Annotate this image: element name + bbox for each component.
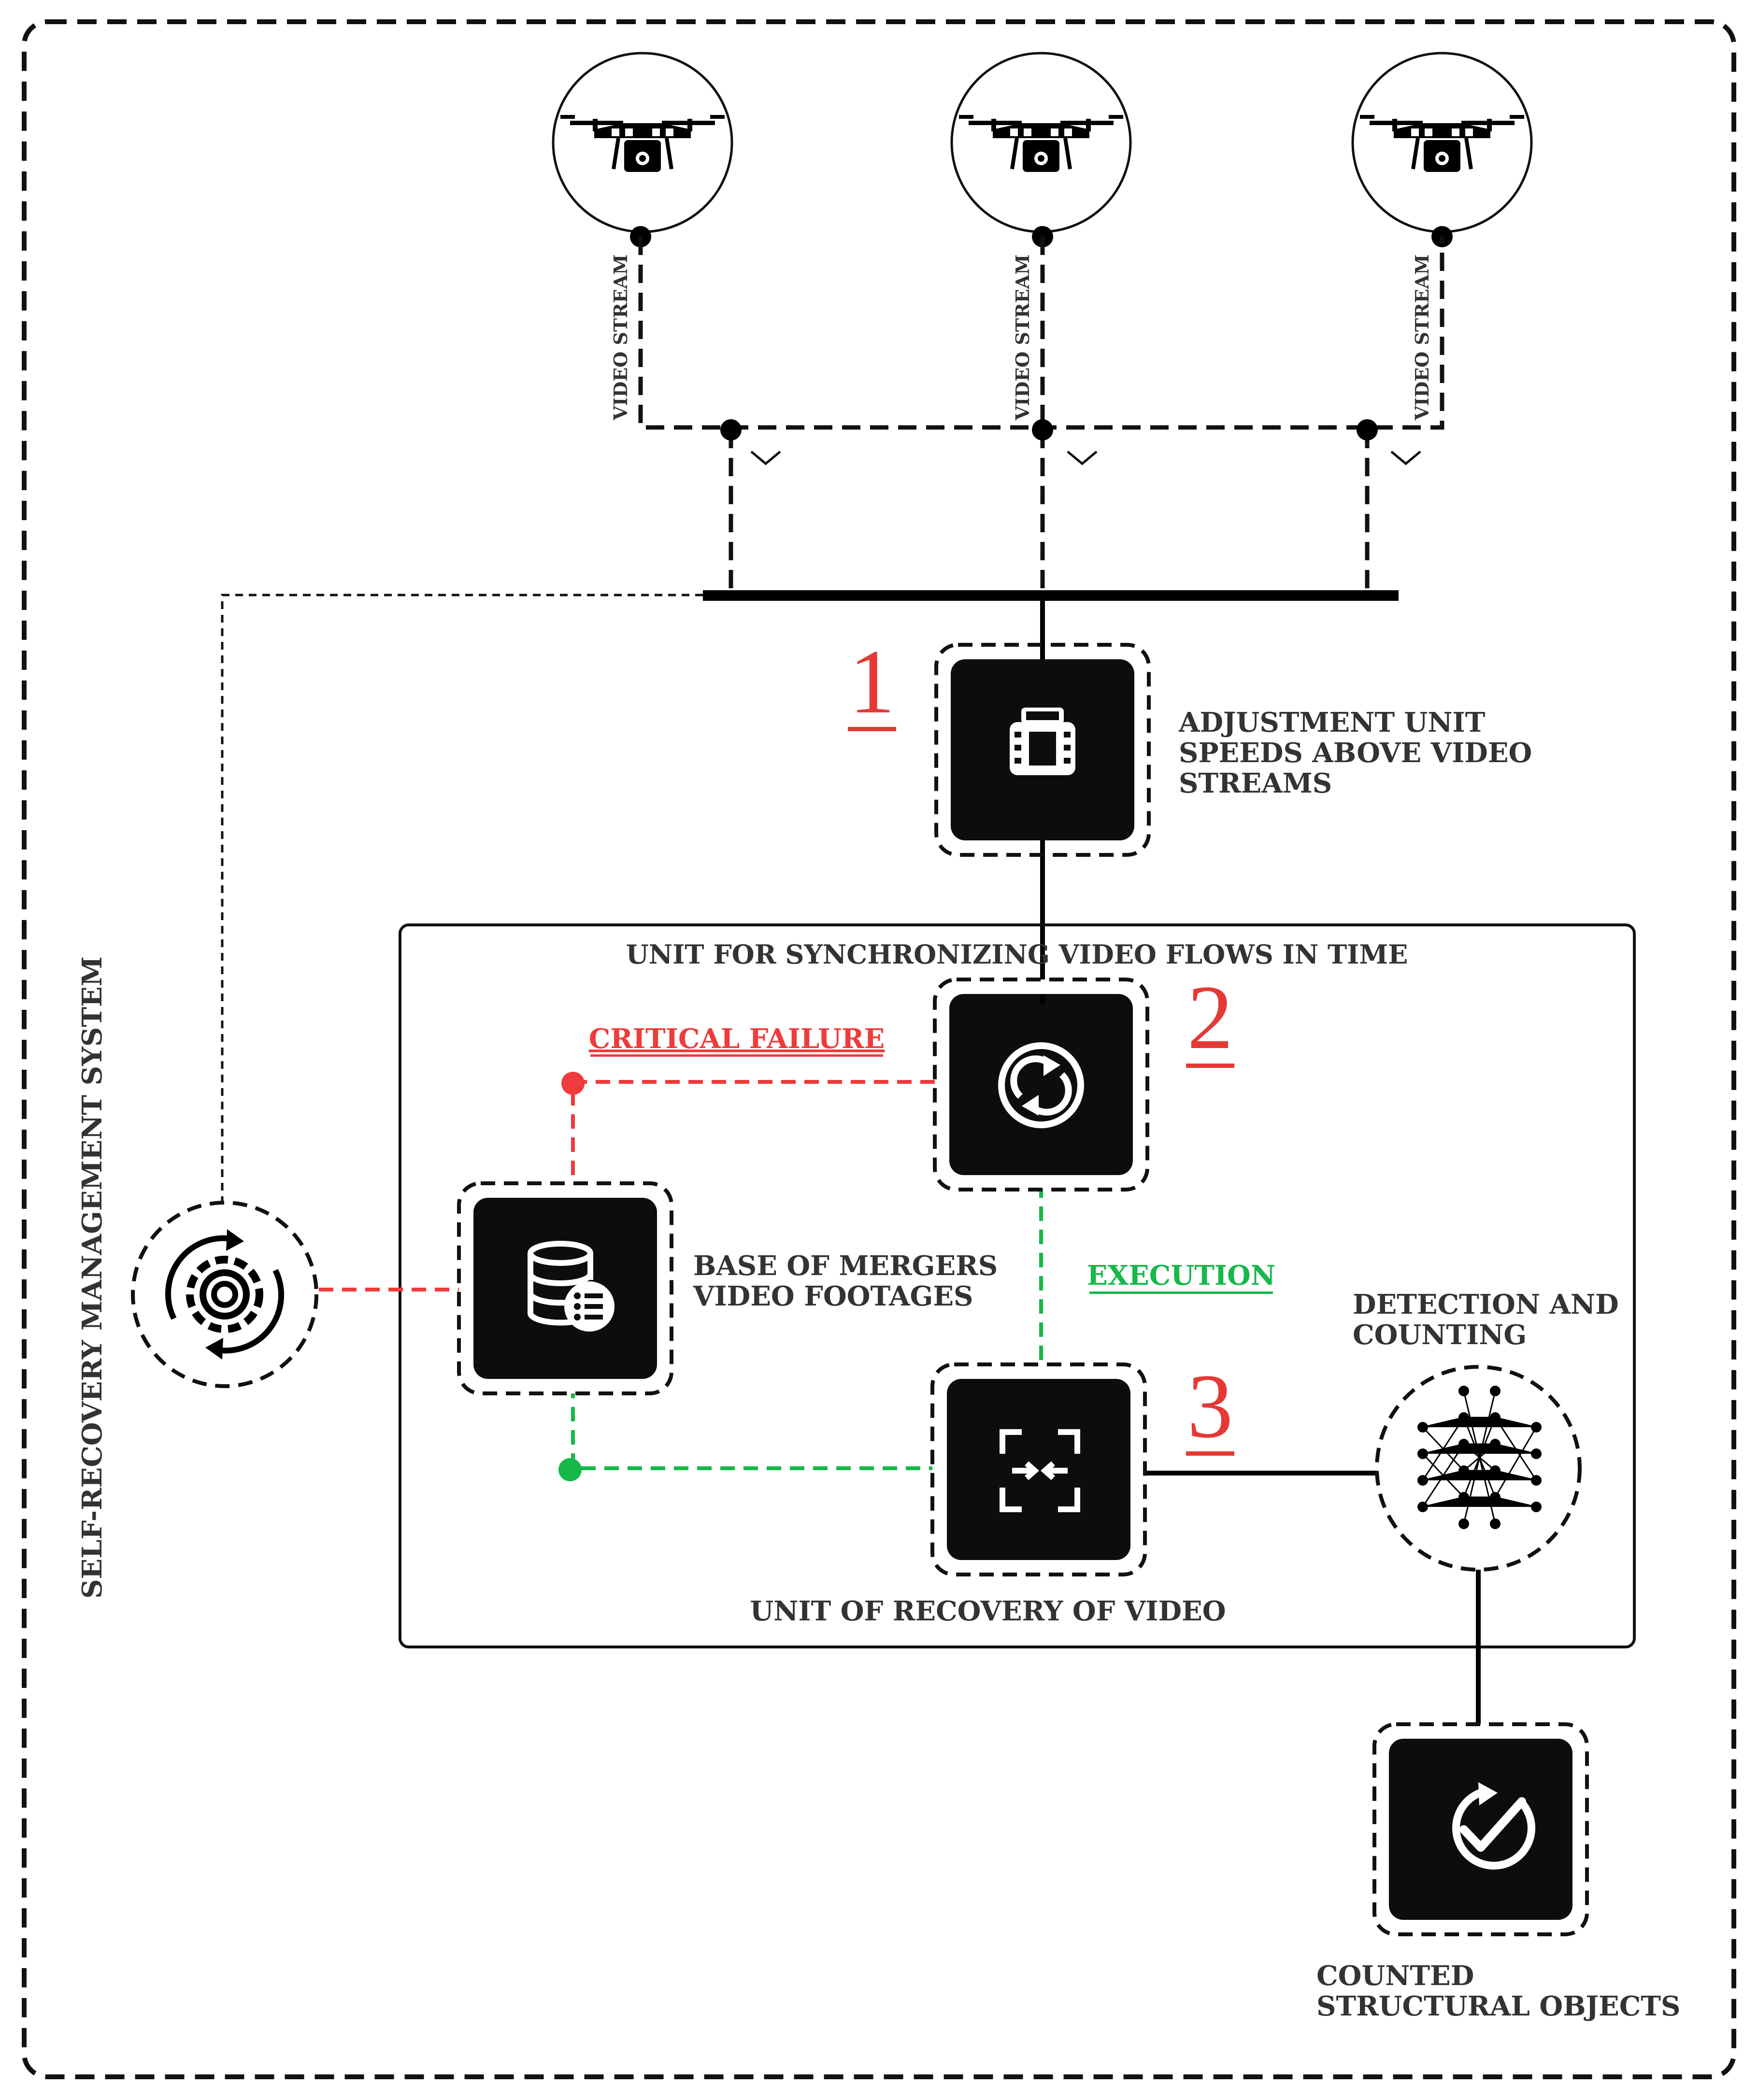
recovery-unit	[930, 1362, 1147, 1576]
management-link	[221, 594, 703, 1203]
drone-node-1	[552, 52, 733, 233]
counted-label-line-2: STRUCTURAL OBJECTS	[1316, 1990, 1680, 2022]
gear-cycle-icon	[165, 1229, 285, 1360]
base-label-line-1: BASE OF MERGERS	[693, 1250, 998, 1282]
film-icon	[1010, 708, 1075, 775]
synchronization-unit	[933, 978, 1149, 1192]
bus-bar	[703, 590, 1399, 601]
base-label-line-2: VIDEO FOOTAGES	[693, 1280, 973, 1312]
adjustment-label-line-3: STREAMS	[1179, 767, 1332, 799]
detection-label-line-1: DETECTION AND	[1353, 1289, 1619, 1320]
sync-icon	[998, 1042, 1084, 1128]
stream-label: VIDEO STREAM	[610, 255, 631, 421]
self-recovery-node	[131, 1201, 318, 1388]
database-icon	[528, 1241, 615, 1332]
unit-number-1: 1	[849, 631, 895, 733]
chevron-down-icon	[750, 451, 1421, 466]
counted-unit	[1372, 1722, 1589, 1936]
sync-block-title: UNIT FOR SYNCHRONIZING VIDEO FLOWS IN TI…	[626, 939, 1408, 970]
stream-wires	[638, 237, 1444, 594]
adjustment-unit	[934, 643, 1151, 857]
adjustment-label-line-2: SPEEDS ABOVE VIDEO	[1179, 737, 1532, 769]
outer-frame	[22, 19, 1736, 2079]
detection-node	[1375, 1365, 1582, 1572]
critical-failure-label: CRITICAL FAILURE	[589, 1023, 885, 1055]
neural-network-icon	[1417, 1386, 1542, 1529]
stream-label: VIDEO STREAM	[1411, 255, 1433, 421]
unit-number-3: 3	[1187, 1356, 1233, 1457]
unit-number-2: 2	[1187, 967, 1233, 1068]
detection-label-line-2: COUNTING	[1353, 1319, 1527, 1351]
system-label: SELF-RECOVERY MANAGEMENT SYSTEM	[76, 956, 108, 1599]
base-unit	[457, 1181, 673, 1395]
drone-node-3	[1351, 52, 1533, 233]
counted-label-line-1: COUNTED	[1316, 1960, 1474, 1992]
base-to-recovery-link	[571, 1384, 940, 1470]
drone-node-2	[950, 52, 1132, 233]
sync-block	[399, 923, 1636, 1648]
execution-label: EXECUTION	[1087, 1260, 1275, 1291]
critical-failure-link	[571, 1080, 935, 1188]
adjustment-label-line-1: ADJUSTMENT UNIT	[1178, 707, 1486, 738]
merge-arrows-icon	[1000, 1429, 1080, 1512]
stream-label: VIDEO STREAM	[1012, 255, 1033, 421]
check-cycle-icon	[1452, 1782, 1535, 1870]
recovery-label: UNIT OF RECOVERY OF VIDEO	[750, 1595, 1226, 1627]
